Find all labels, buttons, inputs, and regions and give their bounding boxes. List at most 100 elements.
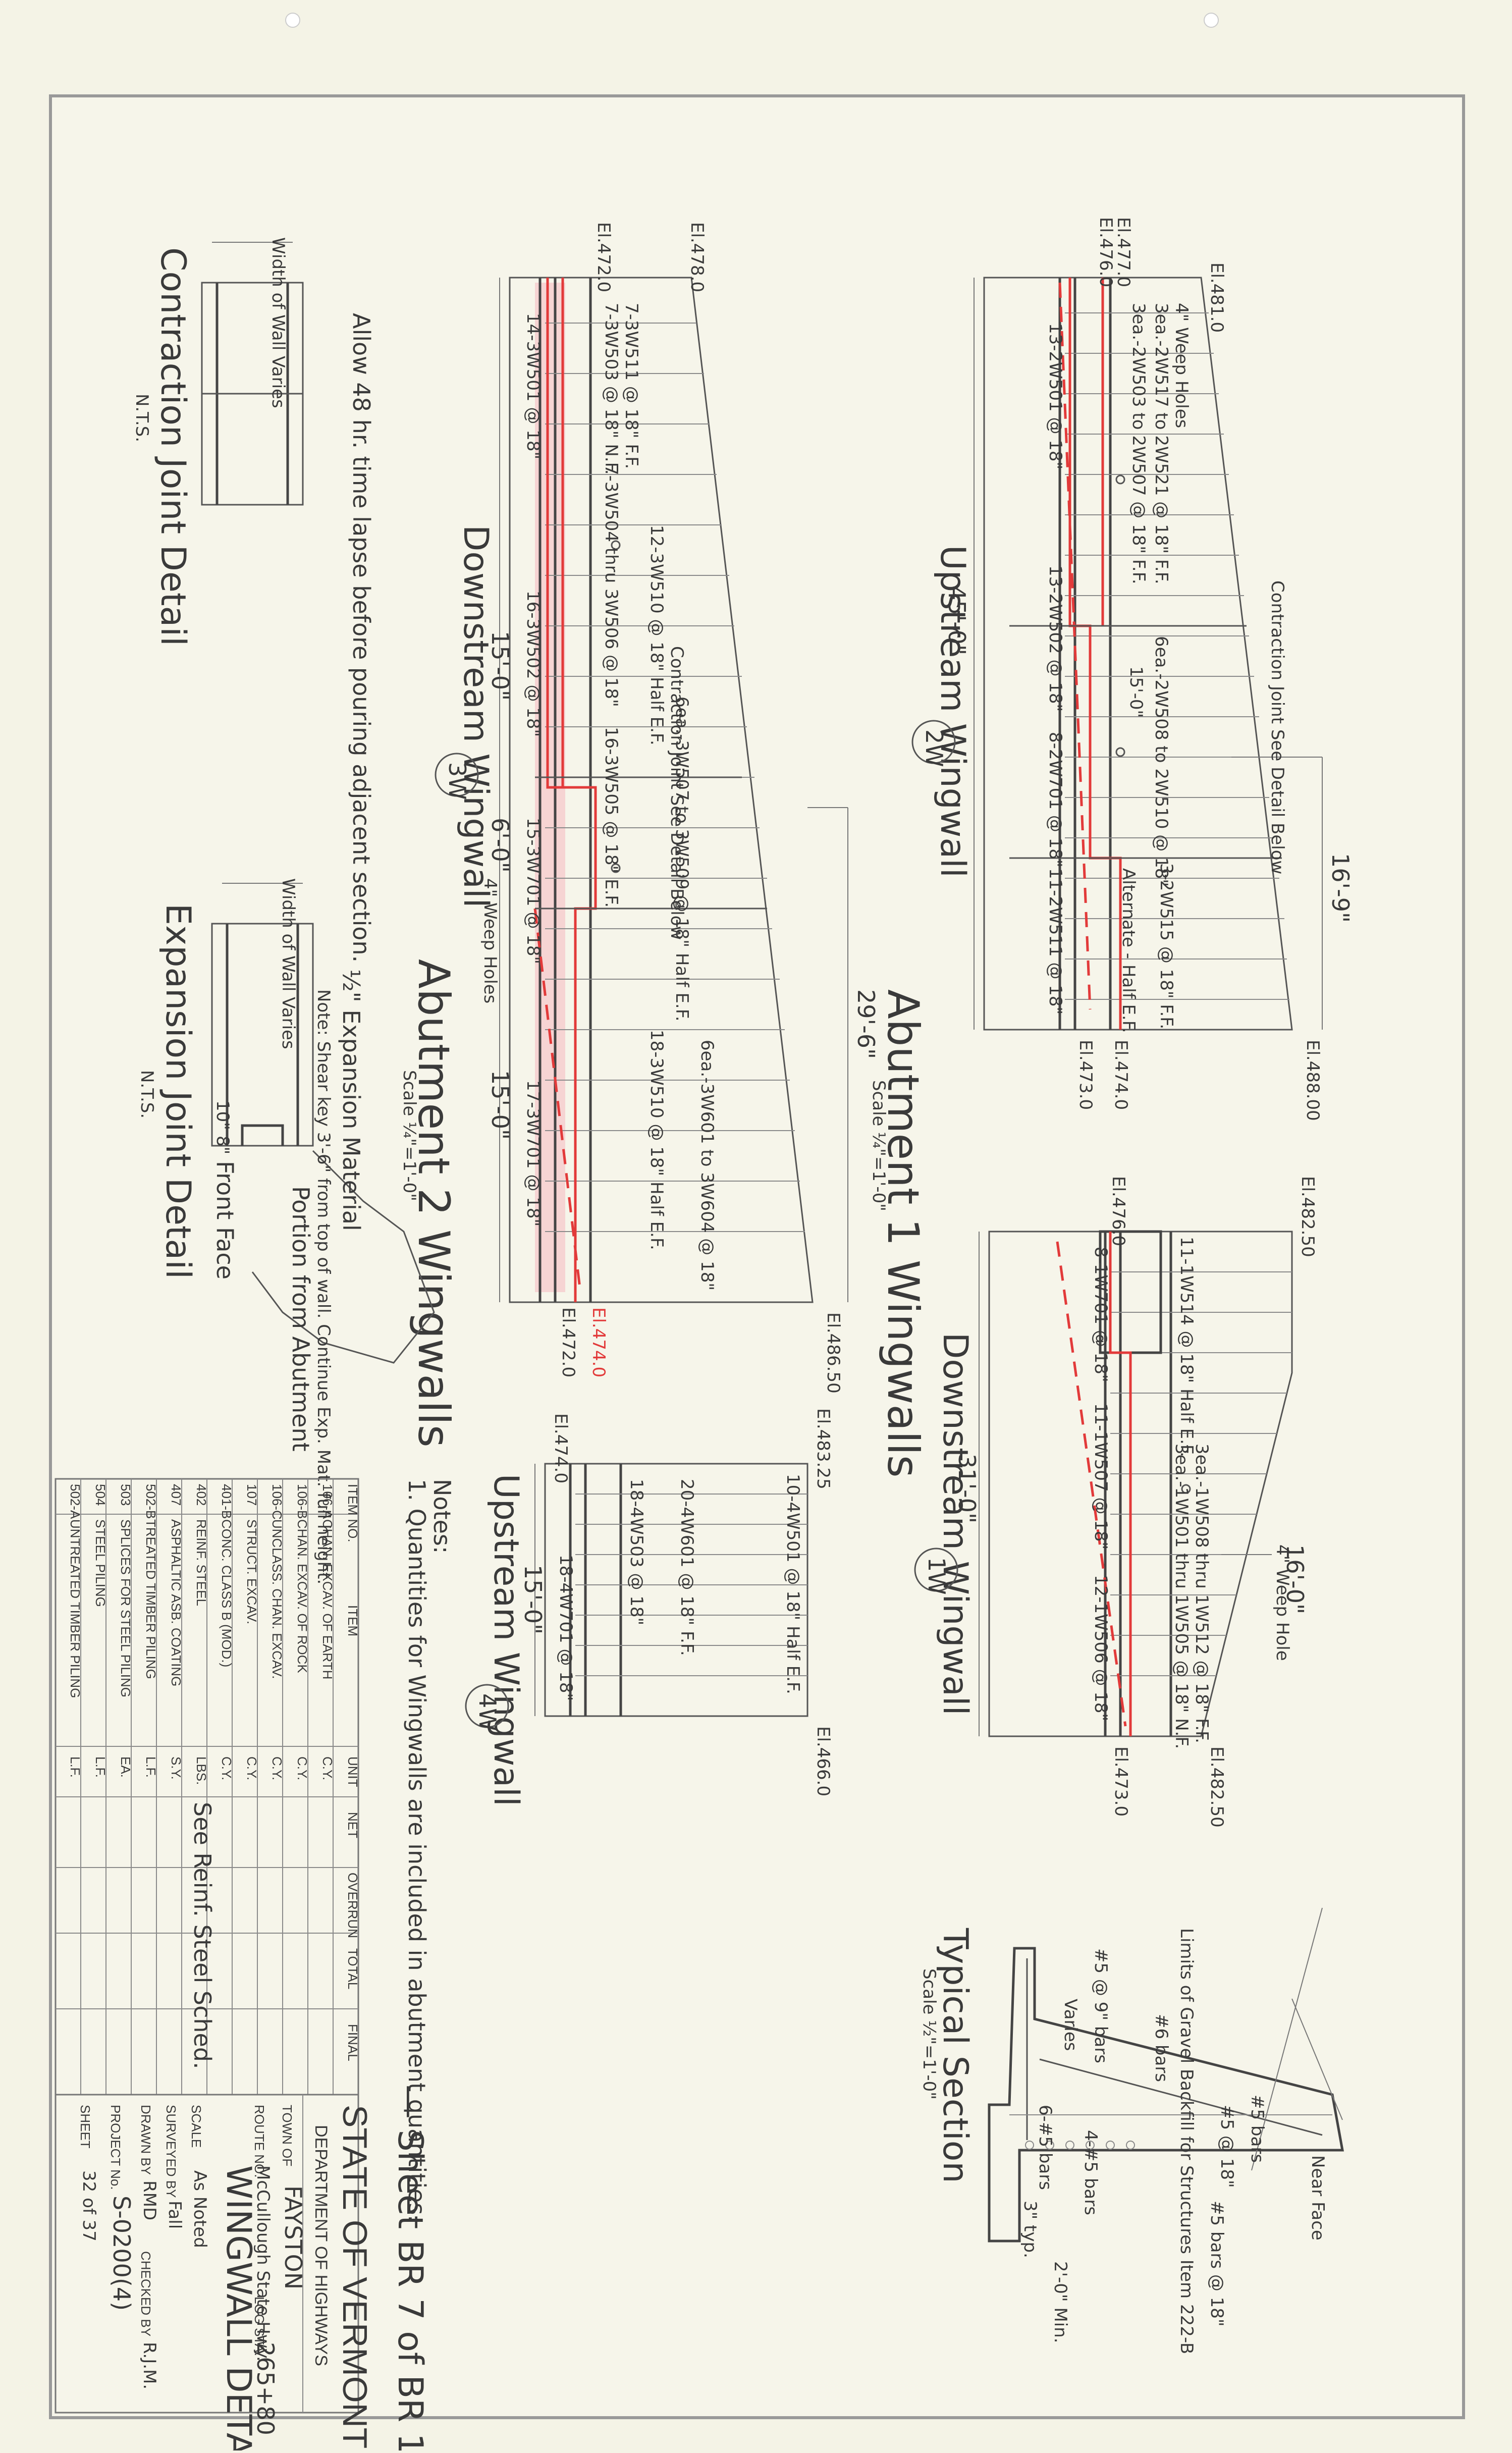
bar-label: 6ea.-2W508 to 2W510 @ 18": [1151, 636, 1171, 887]
cell-item: CHAN. EXCAV. OF ROCK: [295, 1519, 310, 1673]
bar-label: 18-4W701 @ 18": [556, 1555, 576, 1701]
cell-item: STRUCT. EXCAV.: [244, 1519, 259, 1624]
downstream-wingwall-1w: [979, 1230, 1293, 1737]
notes-block: Notes: 1. Quantities for Wingwalls are i…: [403, 1479, 456, 2222]
typical-section: Typical Section Scale ½"=1'-0" #5 bars #…: [919, 1907, 1344, 2354]
expansion-material: ½" Expansion Material: [338, 969, 365, 1231]
alternate-note: Alternate - Half E.F.: [1118, 868, 1139, 1033]
note-item: 1. Quantities for Wingwalls are included…: [403, 1479, 430, 2222]
bar-label: 20-4W601 @ 18" F.F.: [677, 1479, 697, 1656]
table-row: 407 ASPHALTIC ASB. COATING S.Y.: [169, 1484, 184, 1780]
cell-item: CONC. CLASS B (MOD.): [219, 1519, 234, 1667]
header-net: NET: [345, 1812, 360, 1838]
section-label: Near Face: [1308, 2155, 1328, 2241]
cell-unit: C.Y.: [219, 1756, 234, 1780]
cell-item: ASPHALTIC ASB. COATING: [169, 1519, 184, 1686]
downstream-wingwall-1w-labels: El.476.0 El.482.50 El.473.0 El.482.50 8-…: [914, 1176, 1318, 1828]
contraction-joint-detail: Width of Wall Varies Allow 48 hr. time l…: [132, 237, 375, 963]
elevation-label: El.466.0: [813, 1726, 833, 1796]
elevation-label: El.476.0: [1096, 217, 1116, 287]
elevation-label: El.482.50: [1207, 1746, 1227, 1828]
bar-label: 10-4W501 @ 18" Half E.F.: [783, 1474, 803, 1694]
scale-label: SCALE: [189, 2105, 204, 2148]
wingwall-tag: 1W: [923, 1557, 950, 1595]
elevation-label: El.483.25: [813, 1408, 833, 1489]
punch-hole: [285, 13, 300, 28]
see-schedule-note: See Reinf. Steel Sched.: [189, 1802, 216, 2069]
dept-heading: DEPARTMENT OF HIGHWAYS: [311, 2125, 331, 2366]
weep-holes-note: 4" Weep Holes: [480, 878, 500, 1003]
bar-label: 12-3W510 @ 18" Half E.F.: [646, 525, 667, 745]
sheet-border: [49, 94, 1465, 2419]
bar-label: 7-3W511 @ 18" F.F.: [621, 303, 641, 469]
cell-item-no: 503: [118, 1484, 133, 1506]
header-unit: UNIT: [345, 1756, 360, 1787]
contraction-joint-note: Contraction Joint See Detail Below: [1267, 580, 1287, 874]
elevation-label: El.473.0: [1111, 1746, 1131, 1817]
punch-hole: [1204, 13, 1219, 28]
town-value: FAYSTON: [280, 2185, 307, 2289]
elevation-label: El.477.0: [1113, 217, 1133, 287]
elevation-label: El.474.0: [588, 1307, 609, 1377]
bar-label: 6ea.-3W507 to 3W509 @ 18" Half E.F.: [672, 697, 692, 1022]
cell-unit: C.Y.: [295, 1756, 310, 1780]
route-value: McCullough State Hwy.: [253, 2165, 273, 2362]
bar-label: 11-2W511 @ 18": [1045, 868, 1065, 1015]
section-label: #5 bars: [1247, 2095, 1267, 2163]
bar-label: 13-2W501 @ 18": [1045, 323, 1065, 469]
contraction-joint-title: Contraction Joint Detail: [153, 247, 193, 646]
cell-item-no: 402: [194, 1484, 209, 1506]
surveyed-label: SURVEYED BY: [164, 2105, 179, 2198]
bar-label: 3ea.-1W508 thru 1W512 @ 18" F.F.: [1192, 1444, 1212, 1743]
contraction-joint-note: Contraction Joint See Detail Below: [667, 646, 687, 940]
width-label: Width of Wall Varies: [268, 237, 288, 408]
cell-item-no: 107: [244, 1484, 259, 1506]
dimension: 15'-0": [1126, 666, 1146, 718]
state-heading: STATE OF VERMONT: [336, 2105, 374, 2448]
cell-unit: C.Y.: [244, 1756, 259, 1780]
section-label: 4-#5 bars: [1081, 2130, 1101, 2215]
bar-label: 6ea.-3W601 to 3W604 @ 18": [697, 1040, 717, 1291]
typical-section-title: Typical Section: [935, 1928, 975, 2183]
cell-item: UNTREATED TIMBER PILING: [68, 1519, 83, 1698]
expansion-joint-nts: N.T.S.: [137, 1070, 157, 1118]
abutment-2-title: Abutment 2 Wingwalls: [408, 959, 459, 1448]
wingwall-title: Downstream Wingwall: [935, 1332, 975, 1716]
cell-item-no: 407: [169, 1484, 184, 1506]
bar-label: 18-4W503 @ 18": [626, 1479, 646, 1625]
cell-item: TREATED TIMBER PILING: [143, 1519, 158, 1679]
section-label: #5 @ 9" bars: [1091, 1948, 1111, 2063]
cell-item: REINF. STEEL: [194, 1519, 209, 1606]
wingwall-tag: 3W: [444, 762, 471, 800]
cell-item-no: 106-A: [320, 1484, 335, 1519]
weep-holes-note: 4" Weep Holes: [1171, 303, 1192, 428]
table-row: 106-B CHAN. EXCAV. OF ROCK C.Y.: [295, 1484, 310, 1780]
project-label: PROJECT No.: [108, 2105, 123, 2190]
wingwall-title: Upstream Wingwall: [486, 1474, 526, 1806]
bar-label: 7-3W503 @ 18" N.F.: [601, 303, 621, 475]
cell-item-no: 502-B: [143, 1484, 158, 1519]
elevation-label: El.486.50: [823, 1312, 843, 1394]
bar-label: 13-2W502 @ 18": [1045, 565, 1065, 712]
elevation-label: El.488.00: [1303, 1040, 1323, 1121]
downstream-wingwall-3w: [499, 277, 848, 1303]
expansion-joint-detail: Width of Wall Varies ½" Expansion Materi…: [137, 878, 435, 1584]
bar-label: 17-3W701 @ 18": [523, 1080, 543, 1226]
log-label: LOG STA.: [252, 2297, 267, 2356]
table-row: 504 STEEL PILING L.F.: [93, 1484, 108, 1778]
header-overrun: OVERRUN: [345, 1873, 360, 1938]
table-row: 503 SPLICES FOR STEEL PILING EA.: [118, 1484, 133, 1778]
weep-hole-note: 4" Weep Hole: [1272, 1544, 1292, 1661]
cell-item: STEEL PILING: [93, 1519, 108, 1607]
bar-label: 14-3W501 @ 18": [523, 313, 543, 459]
sheet-label: SHEET: [78, 2105, 93, 2149]
elevation-label: El.478.0: [687, 222, 707, 292]
drawn-value: RMD: [139, 2180, 159, 2220]
table-header: ITEM NO. ITEM UNIT NET OVERRUN TOTAL FIN…: [345, 1484, 360, 2061]
cell-unit: L.F.: [68, 1756, 83, 1778]
bar-label: 18-3W510 @ 18" Half E.F.: [646, 1030, 667, 1250]
header-final: FINAL: [345, 2024, 360, 2061]
table-row: 502-A UNTREATED TIMBER PILING L.F.: [68, 1484, 83, 1778]
width-label: Width of Wall Varies: [278, 878, 298, 1049]
